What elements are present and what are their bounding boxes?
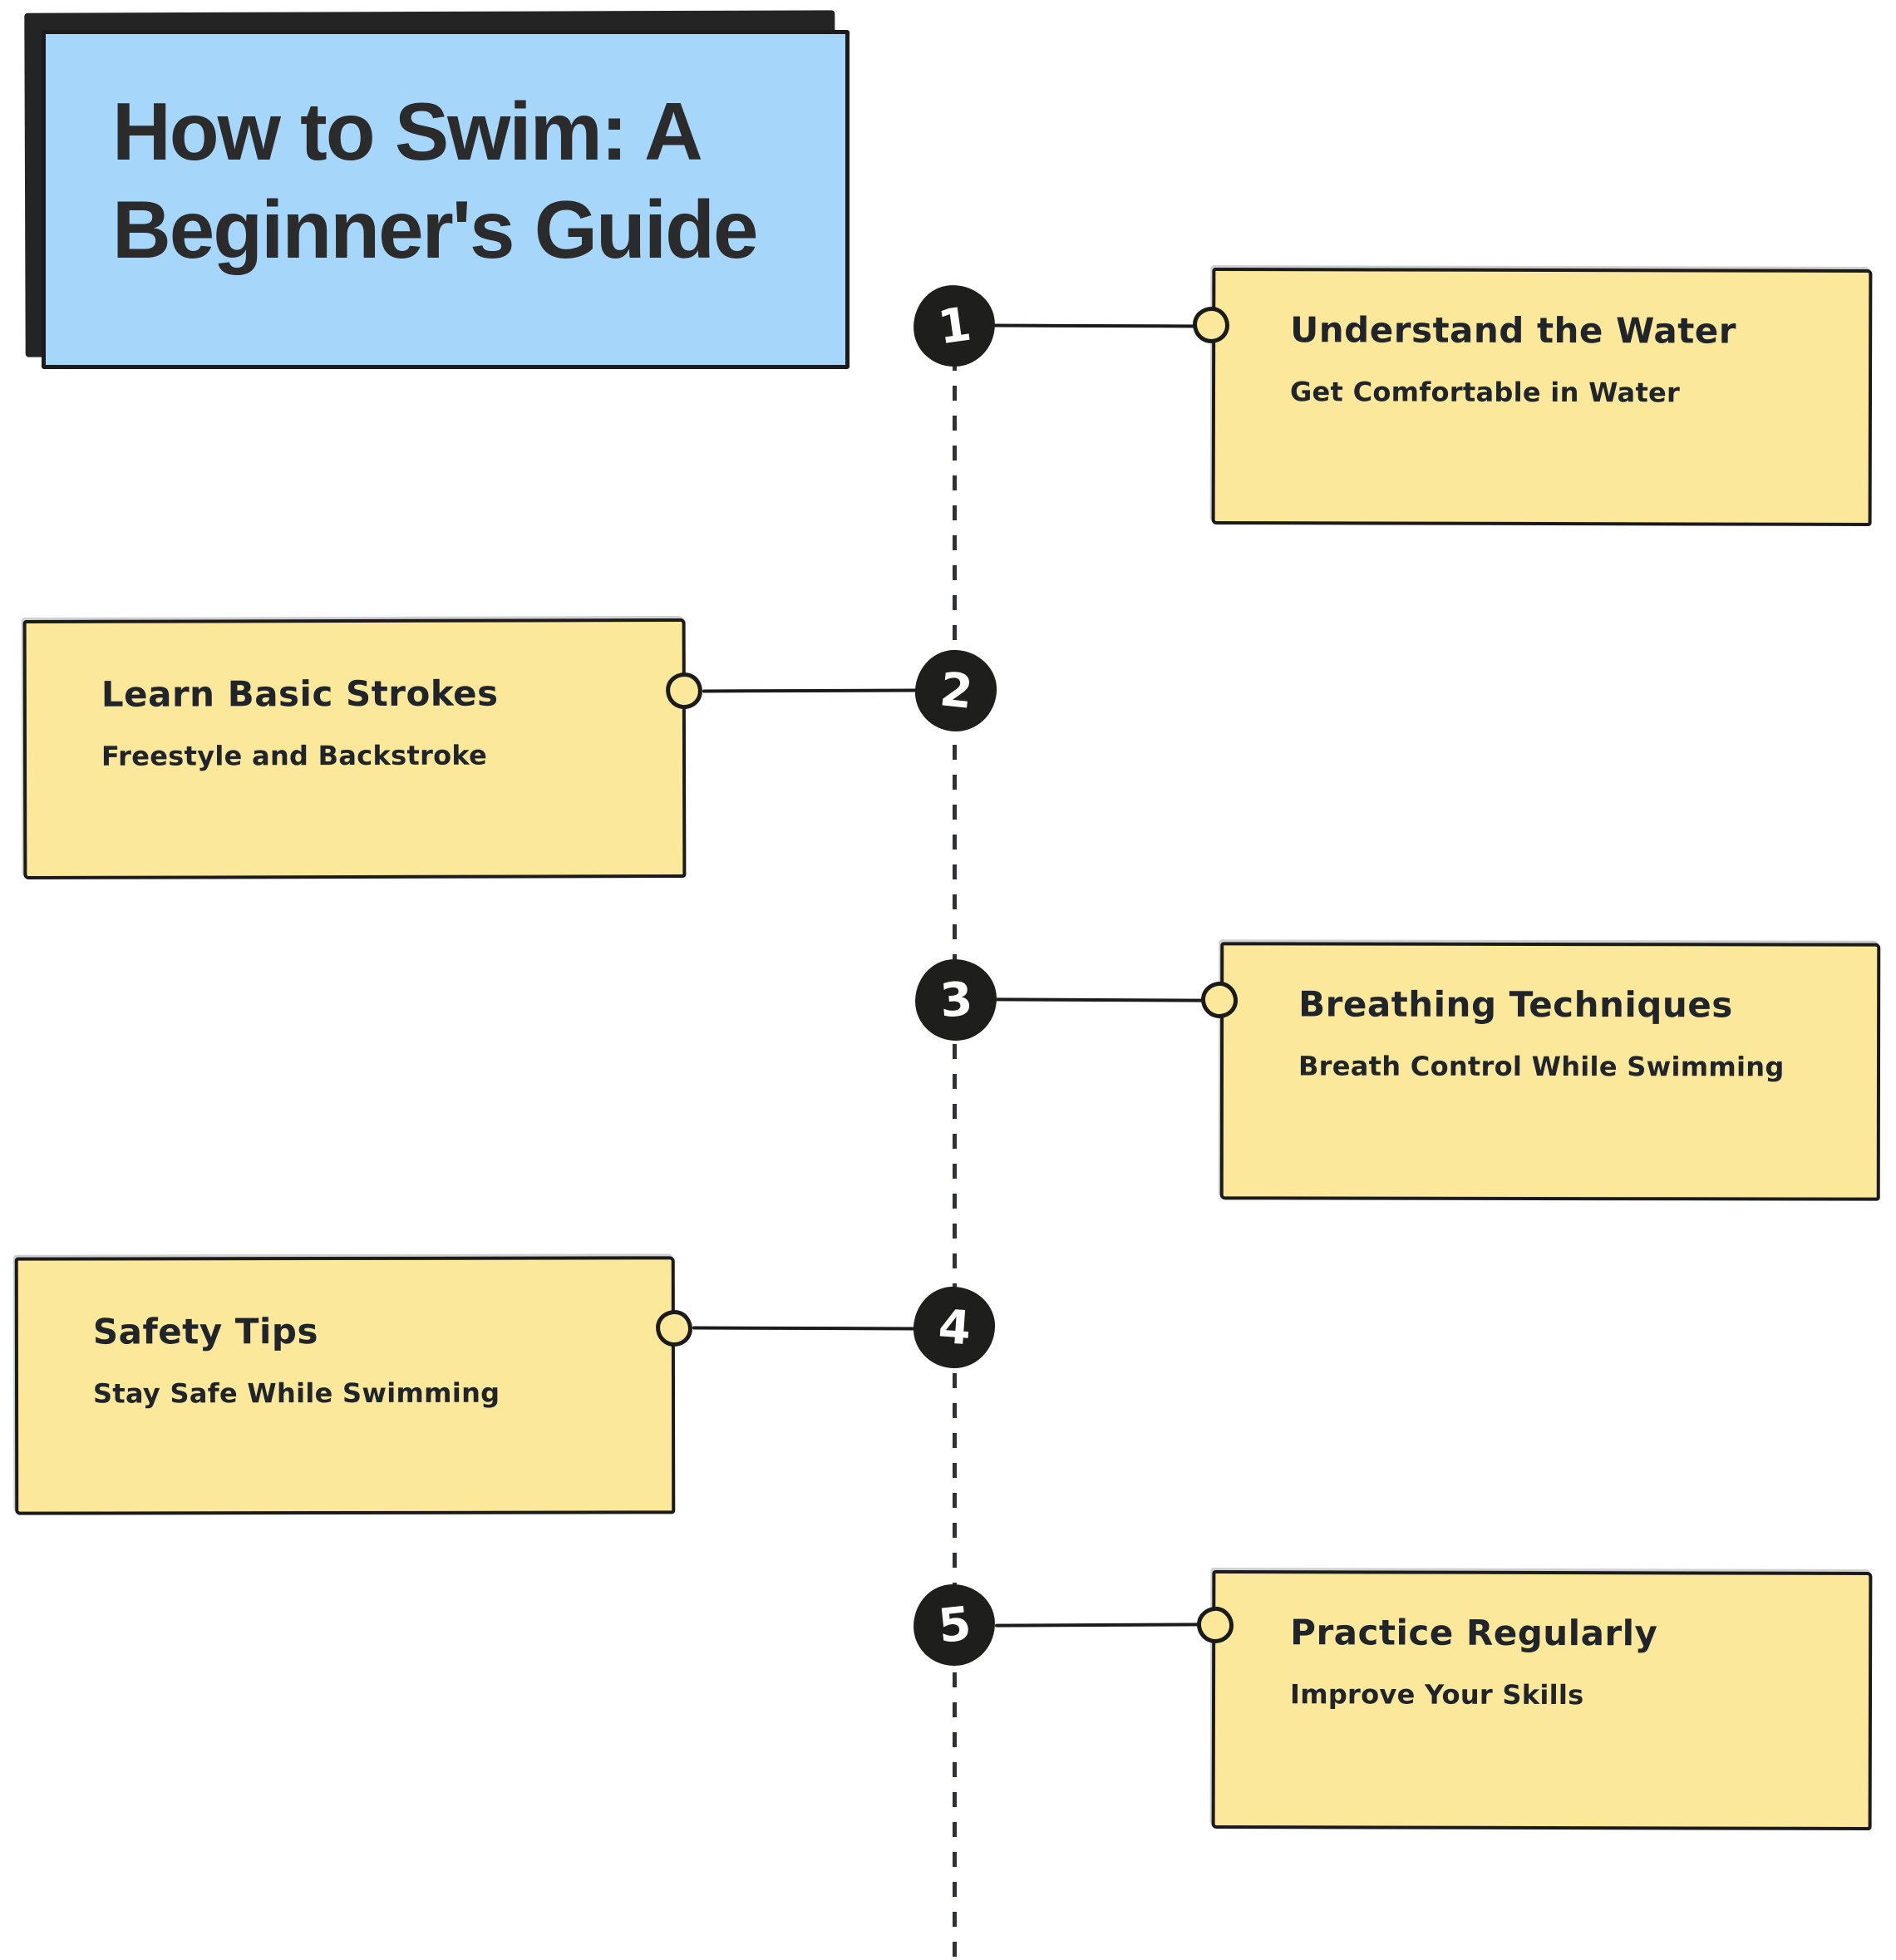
step-2-connector-line — [702, 688, 921, 693]
page-title-line2: Beginner's Guide — [112, 184, 758, 275]
step-5-subtitle: Improve Your Skills — [1289, 1678, 1584, 1711]
step-1-number: 1 — [934, 297, 974, 355]
step-1-connector-dot — [1193, 307, 1229, 343]
step-4-number: 4 — [936, 1299, 973, 1356]
step-2-card: Learn Basic Strokes Freestyle and Backst… — [22, 618, 687, 880]
step-4-title: Safety Tips — [92, 1311, 318, 1352]
step-5-connector-line — [994, 1623, 1204, 1628]
page-title-line1: How to Swim: A — [112, 86, 703, 177]
step-3-number-badge: 3 — [914, 958, 998, 1042]
step-5-number-badge: 5 — [911, 1582, 997, 1668]
step-2-number: 2 — [937, 662, 975, 720]
step-5-title: Practice Regularly — [1290, 1612, 1658, 1654]
step-5-card: Practice Regularly Improve Your Skills — [1211, 1569, 1873, 1831]
step-1-connector-line — [988, 323, 1203, 328]
step-3-title: Breathing Techniques — [1298, 983, 1733, 1026]
step-1-number-badge: 1 — [910, 282, 998, 370]
step-4-subtitle: Stay Safe While Swimming — [92, 1376, 500, 1410]
timeline-dashed-line — [953, 326, 957, 1960]
step-1-title: Understand the Water — [1290, 309, 1737, 352]
step-3-connector-line — [994, 997, 1205, 1002]
step-3-subtitle: Breath Control While Swimming — [1298, 1050, 1785, 1083]
step-2-number-badge: 2 — [913, 648, 999, 734]
step-2-subtitle: Freestyle and Backstroke — [101, 739, 488, 772]
step-1-card: Understand the Water Get Comfortable in … — [1211, 267, 1873, 527]
step-2-title: Learn Basic Strokes — [101, 672, 499, 715]
step-4-number-badge: 4 — [912, 1285, 997, 1370]
step-3-card: Breathing Techniques Breath Control Whil… — [1219, 942, 1881, 1201]
step-4-card: Safety Tips Stay Safe While Swimming — [14, 1256, 676, 1515]
step-4-connector-line — [692, 1326, 918, 1331]
step-5-number: 5 — [935, 1596, 973, 1654]
step-1-subtitle: Get Comfortable in Water — [1289, 376, 1681, 409]
step-3-number: 3 — [938, 972, 974, 1028]
